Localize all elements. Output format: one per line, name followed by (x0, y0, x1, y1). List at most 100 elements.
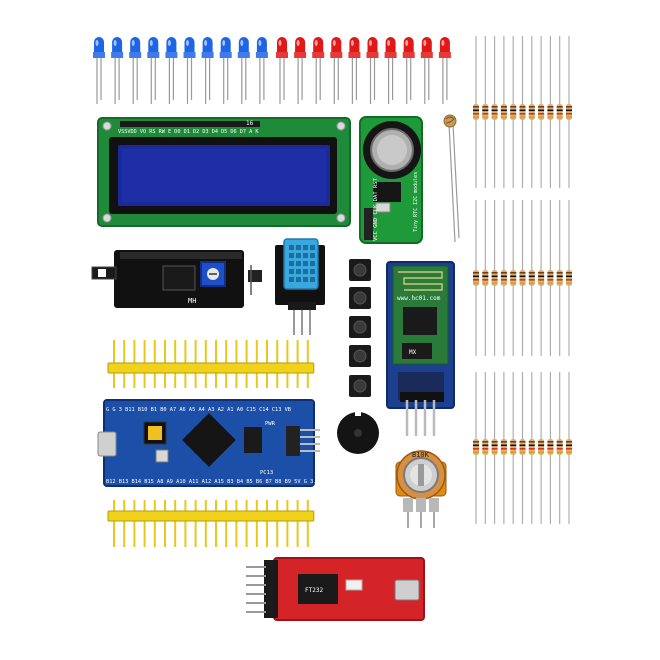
resistor (510, 36, 517, 188)
rtc-pin-labels: VCC GND CLK DAT RST (373, 177, 379, 241)
resistor (473, 372, 479, 524)
resistor (500, 36, 507, 188)
stm32-mcu-chip (182, 413, 236, 467)
led (366, 37, 379, 104)
i2c-lcd-adapter: MH (91, 250, 244, 308)
resistor-group-top (473, 36, 572, 188)
header-strip (107, 362, 315, 374)
bluetooth-chip-mark: MX (409, 349, 417, 356)
resistor (547, 200, 554, 356)
led (402, 37, 415, 104)
resistor (528, 200, 535, 356)
led (165, 37, 178, 104)
led (183, 37, 196, 104)
stm32-bottom-pin-labels: B12 B13 B14 B15 A8 A9 A10 A11 A12 A15 B3… (106, 479, 320, 485)
resistor (528, 372, 535, 524)
rtc-ds1307-module: VCC GND CLK DAT RST Tiny RTC I2C modules (359, 116, 423, 244)
resistor (538, 200, 545, 356)
resistor (566, 36, 572, 188)
micro-usb-port (97, 431, 117, 457)
led (111, 37, 124, 104)
ftdi-chip-label: FT232 (305, 587, 323, 594)
led (420, 37, 433, 104)
dht11-sensor-module (248, 238, 325, 335)
resistor (556, 36, 563, 188)
rtc-module-label: Tiny RTC I2C modules (413, 172, 419, 232)
stm32-blue-pill-board: G G 3 B11 B10 B1 B0 A7 A6 A5 A4 A3 A2 A1… (97, 399, 320, 487)
led (201, 37, 214, 104)
reset-button (155, 449, 169, 463)
resistor (528, 36, 535, 188)
led (438, 37, 451, 104)
resistor (491, 372, 498, 524)
resistor (500, 200, 507, 356)
resistor-group-middle (473, 200, 572, 356)
tactile-button-column (349, 259, 371, 397)
resistor (547, 372, 554, 524)
tactile-button (349, 316, 371, 338)
blue-led-row (93, 37, 268, 104)
resistor (566, 200, 572, 356)
led (348, 37, 361, 104)
resistor (482, 200, 489, 356)
potentiometer: B10K (395, 450, 447, 528)
pin-header-bottom (107, 500, 315, 547)
resistor (510, 200, 517, 356)
potentiometer-value: B10K (412, 451, 430, 459)
led (276, 37, 288, 104)
resistor (473, 36, 479, 188)
resistor (538, 372, 545, 524)
photoresistor (443, 114, 460, 243)
resistor (519, 36, 526, 188)
lcd-pin-header (120, 121, 260, 127)
ftdi-usb-serial-adapter: FT232 (246, 557, 425, 621)
led (147, 37, 160, 104)
dht11-vent-grille (289, 245, 315, 282)
led (384, 37, 397, 104)
tactile-button (349, 375, 371, 397)
resistor-group-bottom (473, 372, 572, 524)
resistor (482, 372, 489, 524)
resistor (491, 36, 498, 188)
resistor (473, 200, 479, 356)
red-led-row (276, 37, 451, 104)
tactile-button (349, 345, 371, 367)
tactile-button (349, 259, 371, 281)
led (294, 37, 307, 104)
resistor (519, 200, 526, 356)
resistor (510, 372, 517, 524)
resistor (556, 200, 563, 356)
pin-header-top (107, 340, 315, 388)
ftdi-chip (298, 574, 338, 604)
stm32-pwr-label: PWR (265, 421, 276, 427)
bluetooth-hc05-module: www.hc01.com MX (386, 261, 455, 436)
resistor (547, 36, 554, 188)
lcd-1602-module: VSSVDD VO RS RW E D0 D1 D2 D3 D4 D5 D6 D… (97, 117, 351, 227)
buzzer (337, 411, 379, 454)
resistor (566, 372, 572, 524)
i2c-chip (162, 265, 196, 291)
led (237, 37, 250, 104)
led (219, 37, 232, 104)
resistor (500, 372, 507, 524)
header-strip (107, 510, 315, 522)
resistor (519, 372, 526, 524)
resistor (556, 372, 563, 524)
lcd-pin-labels: VSSVDD VO RS RW E D0 D1 D2 D3 D4 D5 D6 D… (118, 129, 259, 135)
rtc-chip (373, 182, 401, 202)
led (330, 37, 343, 104)
resistor (491, 200, 498, 356)
mini-usb-port (394, 579, 420, 601)
led (129, 37, 142, 104)
led (312, 37, 325, 104)
led (255, 37, 268, 104)
bluetooth-brand: www.hc01.com (397, 295, 441, 302)
stm32-top-pin-labels: G G 3 B11 B10 B1 B0 A7 A6 A5 A4 A3 A2 A1… (106, 407, 291, 413)
stm32-pc13-label: PC13 (260, 470, 273, 476)
i2c-adapter-label: MH (188, 297, 196, 305)
led (93, 37, 105, 104)
tactile-button (349, 287, 371, 309)
lcd-pin-number: 16 (246, 120, 254, 127)
resistor (538, 36, 545, 188)
